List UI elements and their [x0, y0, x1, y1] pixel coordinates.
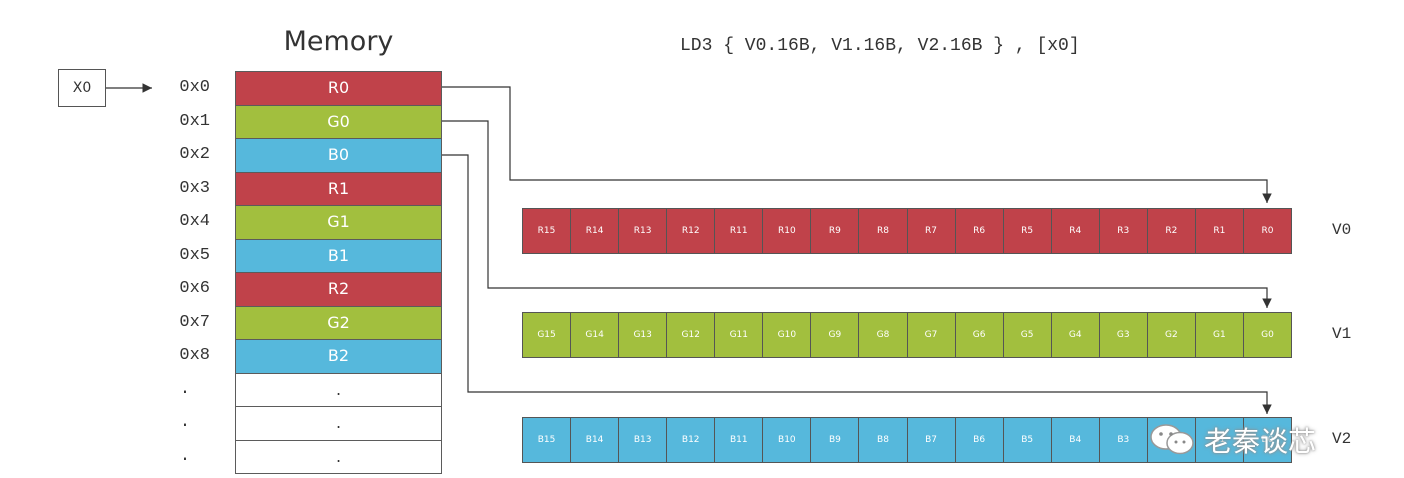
register-lane: R14 — [571, 209, 620, 253]
register-lane: B4 — [1052, 418, 1100, 462]
memory-address: 0x5 — [179, 245, 210, 265]
register-lane: G9 — [811, 313, 860, 357]
memory-address: 0x4 — [179, 212, 210, 231]
register-lane: B11 — [715, 418, 764, 462]
register-lane: G11 — [715, 313, 764, 357]
memory-title: Memory — [283, 26, 394, 57]
register-lane: B9 — [811, 418, 860, 462]
memory-address: 0x6 — [179, 279, 210, 298]
register-lane: G5 — [1004, 313, 1052, 357]
memory-address: . — [179, 446, 191, 466]
register-lane: B15 — [523, 418, 572, 462]
memory-address: 0x0 — [179, 78, 210, 97]
memory-cell: R1 — [235, 171, 442, 206]
register-lane: G2 — [1148, 313, 1196, 357]
memory-cell: G1 — [235, 205, 442, 240]
memory-cell: G2 — [235, 305, 442, 340]
memory-address: 0x3 — [179, 178, 210, 198]
register-name: V1 — [1332, 325, 1352, 343]
register-lane: B13 — [619, 418, 668, 462]
register-lane: G6 — [956, 313, 1004, 357]
register-lane: R13 — [619, 209, 668, 253]
x0-label: X0 — [72, 80, 92, 96]
register-lane: R5 — [1004, 209, 1052, 253]
register-lane: R6 — [956, 209, 1004, 253]
memory-address: 0x1 — [179, 111, 210, 131]
register-lane: B0 — [1261, 435, 1274, 445]
memory-cell: B1 — [235, 238, 442, 273]
memory-cell: R2 — [235, 272, 442, 307]
register-lane: B6 — [956, 418, 1004, 462]
g0-to-v1-line — [442, 120, 1272, 308]
register-lane: R0 — [1261, 226, 1274, 236]
register-lane: R9 — [811, 209, 860, 253]
memory-address: 0x7 — [179, 312, 210, 332]
register-lane: R1 — [1196, 209, 1244, 253]
register-lane: G1 — [1196, 313, 1244, 357]
register-lane: R3 — [1100, 209, 1148, 253]
register-lane: R7 — [908, 209, 956, 253]
r0-to-v0-line — [442, 86, 1272, 203]
b0-to-v2-line — [442, 154, 1272, 414]
register-lane: G4 — [1052, 313, 1100, 357]
register-lane: G7 — [908, 313, 956, 357]
wechat-icon — [1150, 424, 1196, 456]
register-lane: G0 — [1261, 330, 1274, 340]
watermark-text: 老秦谈芯 — [1204, 425, 1317, 458]
memory-cell: . — [235, 406, 442, 441]
register-lane: B10 — [763, 418, 812, 462]
register-lane: B1 — [1196, 418, 1244, 462]
register-lane: G14 — [571, 313, 620, 357]
register-lane: G8 — [859, 313, 908, 357]
memory-address: 0x8 — [179, 346, 210, 365]
register-lane: G10 — [763, 313, 812, 357]
register-name: V2 — [1332, 430, 1352, 448]
register-lane: B7 — [908, 418, 956, 462]
register-lane: B12 — [667, 418, 716, 462]
register-lane: R8 — [859, 209, 908, 253]
register-lane: G12 — [667, 313, 716, 357]
instruction-text: LD3 { V0.16B, V1.16B, V2.16B } , [x0] — [680, 36, 1080, 56]
memory-cell: B0 — [235, 138, 442, 173]
x0-register-box: X0 — [58, 69, 106, 107]
register-lane: B5 — [1004, 418, 1052, 462]
register-name: V0 — [1332, 221, 1352, 239]
register-lane: R2 — [1148, 209, 1196, 253]
register-lane: R11 — [715, 209, 764, 253]
watermark: 老秦谈芯 — [1150, 420, 1350, 460]
register-lane: R4 — [1052, 209, 1100, 253]
register-lane: R10 — [763, 209, 812, 253]
memory-cell: R0 — [235, 71, 442, 106]
memory-address: 0x2 — [179, 145, 210, 164]
register-lane: B8 — [859, 418, 908, 462]
memory-cell: . — [235, 439, 442, 474]
register-lane: B3 — [1100, 418, 1148, 462]
memory-cell: B2 — [235, 339, 442, 374]
memory-address: . — [179, 413, 191, 432]
register-lane: R15 — [523, 209, 572, 253]
register-lane: B14 — [571, 418, 620, 462]
memory-cell: . — [235, 372, 442, 407]
register-lane: G13 — [619, 313, 668, 357]
register-lane: G15 — [523, 313, 572, 357]
register-lane: R12 — [667, 209, 716, 253]
memory-cell: G0 — [235, 104, 442, 139]
memory-address: . — [179, 379, 191, 399]
register-lane: G3 — [1100, 313, 1148, 357]
